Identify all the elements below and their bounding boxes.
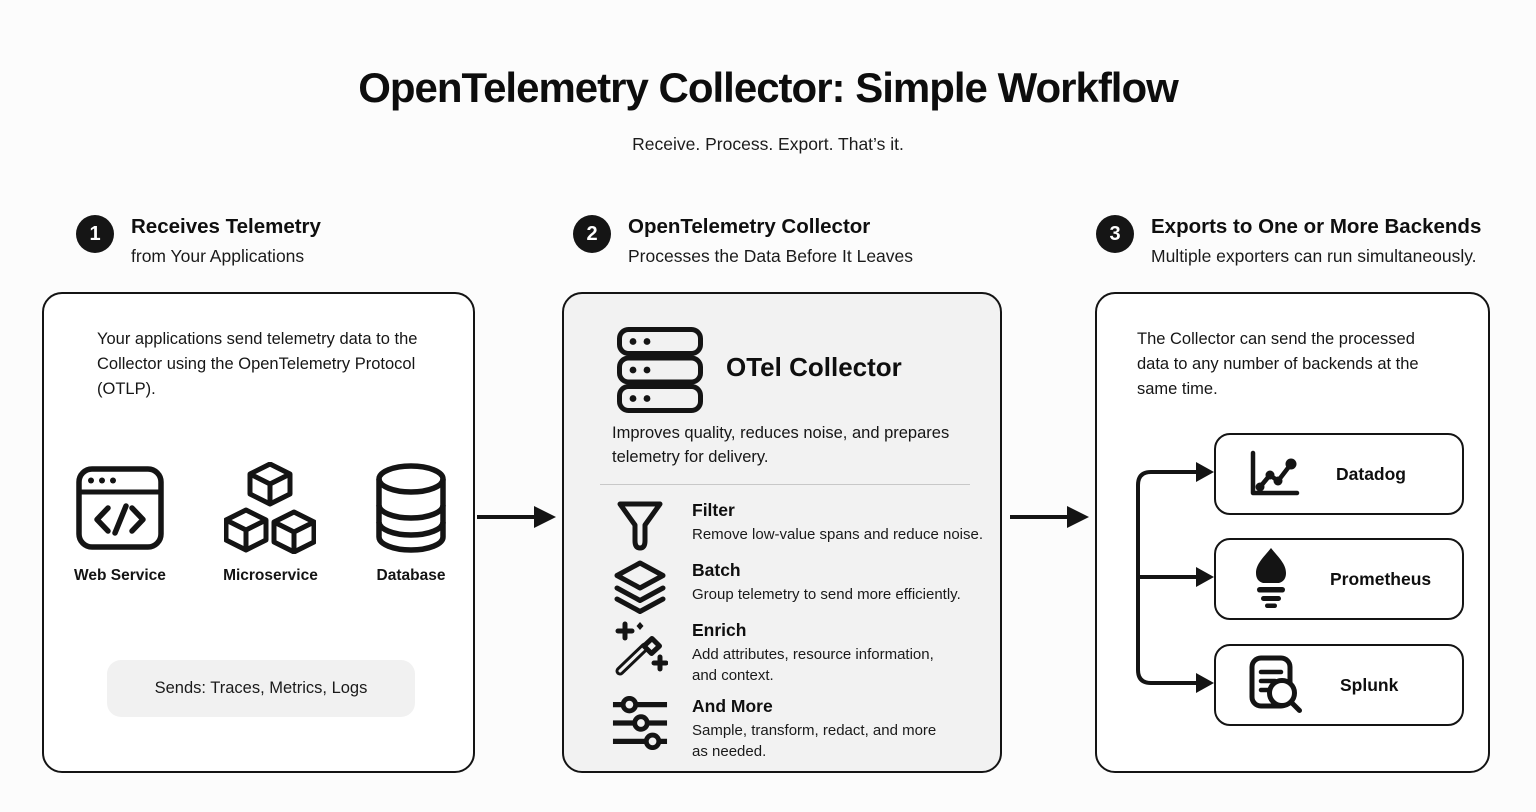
processor-enrich: Enrich Add attributes, resource informat… [612,620,948,687]
collector-description: Improves quality, reduces noise, and pre… [612,424,950,466]
step-header-receives: 1 Receives Telemetry from Your Applicati… [76,215,321,267]
sends-badge: Sends: Traces, Metrics, Logs [107,660,415,717]
panel-sources: Your applications send telemetry data to… [42,292,475,773]
funnel-icon [617,501,663,551]
processor-title: Batch [692,560,741,580]
step-title: OpenTelemetry Collector [628,215,871,238]
step-title: Exports to One or More Backends [1151,215,1482,238]
processor-title: And More [692,696,773,716]
backend-splunk: Splunk [1214,644,1464,726]
divider [600,484,970,485]
backend-label: Splunk [1340,674,1399,695]
step-text: Receives Telemetry from Your Application… [131,215,321,267]
collector-name: OTel Collector [726,352,902,382]
source-label: Web Service [74,567,166,584]
database-icon [376,463,446,553]
sliders-icon [612,696,668,750]
source-database: Database [375,462,447,585]
icon-slot [612,696,668,763]
arrow-collector-to-backends [1010,506,1089,528]
step-header-exports: 3 Exports to One or More Backends Multip… [1096,215,1481,267]
processor-batch: Batch Group telemetry to send more effic… [612,560,994,614]
cubes-icon [224,462,316,554]
layers-icon [614,560,666,614]
icon-slot [375,462,447,554]
processor-and-more: And More Sample, transform, redact, and … [612,696,948,763]
processor-description: Group telemetry to send more efficiently… [692,586,961,603]
panel-collector: OTel Collector Improves quality, reduces… [562,292,1002,773]
document-search-icon [1249,655,1302,713]
icon-slot [224,462,316,554]
processor-text: Filter Remove low-value spans and reduce… [692,500,994,552]
processor-title: Enrich [692,620,747,640]
page-subtitle: Receive. Process. Export. That’s it. [632,134,904,154]
processor-description: Add attributes, resource information, an… [692,646,934,685]
sources-row: Web Service Microservice [74,462,447,585]
step-subtitle: Multiple exporters can run simultaneousl… [1151,246,1477,266]
server-stack-icon [617,327,703,413]
backends-description: The Collector can send the processed dat… [1137,330,1419,398]
processor-text: And More Sample, transform, redact, and … [692,696,948,763]
processor-description: Remove low-value spans and reduce noise. [692,526,983,543]
backend-label: Prometheus [1330,568,1432,589]
source-microservice: Microservice [223,462,318,585]
icon-slot [612,500,668,552]
icon-slot [612,620,668,687]
processor-text: Batch Group telemetry to send more effic… [692,560,994,614]
backend-prometheus: Prometheus [1214,538,1464,620]
backend-label: Datadog [1336,463,1406,484]
icon-slot [76,462,164,554]
step-header-collector: 2 OpenTelemetry Collector Processes the … [573,215,913,267]
step-text: OpenTelemetry Collector Processes the Da… [628,215,913,267]
magic-wand-icon [615,621,668,676]
source-label: Database [376,567,446,584]
line-chart-icon [1250,450,1300,496]
step-text: Exports to One or More Backends Multiple… [1151,215,1481,267]
source-web-service: Web Service [74,462,166,585]
sources-description: Your applications send telemetry data to… [97,330,418,398]
flame-icon [1256,548,1286,608]
step-number-badge: 2 [573,215,611,253]
processor-filter: Filter Remove low-value spans and reduce… [612,500,994,552]
step-subtitle: from Your Applications [131,246,305,266]
backend-datadog: Datadog [1214,433,1464,515]
source-label: Microservice [223,567,318,584]
panel-backends: The Collector can send the processed dat… [1095,292,1490,773]
page-title: OpenTelemetry Collector: Simple Workflow [358,64,1179,111]
processor-title: Filter [692,500,735,520]
browser-code-icon [76,466,164,550]
step-subtitle: Processes the Data Before It Leaves [628,246,914,266]
icon-slot [612,560,668,614]
processor-description: Sample, transform, redact, and more as n… [692,722,937,761]
step-number-badge: 1 [76,215,114,253]
step-title: Receives Telemetry [131,215,321,238]
arrow-sources-to-collector [477,506,556,528]
processor-text: Enrich Add attributes, resource informat… [692,620,948,687]
step-number-badge: 3 [1096,215,1134,253]
